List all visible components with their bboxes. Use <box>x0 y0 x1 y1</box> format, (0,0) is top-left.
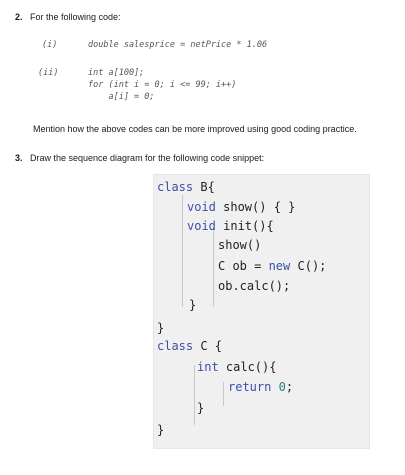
question-2-prompt: For the following code: <box>30 12 121 22</box>
part-ii-label: (ii) <box>38 68 59 78</box>
code-line-close-class-c: } <box>157 423 165 437</box>
keyword-int: int <box>197 360 219 374</box>
indent-guide-calc <box>223 382 224 406</box>
part-ii-code-line-2: for (int i = 0; i <= 99; i++) <box>88 80 237 90</box>
code-line-close-calc: } <box>197 401 205 415</box>
question-2-instruction: Mention how the above codes can be more … <box>33 124 357 134</box>
code-line-call-show: show() <box>218 238 262 252</box>
number-literal: 0 <box>278 380 286 394</box>
indent-guide-class-c <box>194 365 195 425</box>
question-3-number: 3. <box>15 153 23 163</box>
code-snippet-block: class B{ void show() { } void init(){ sh… <box>153 174 370 449</box>
code-line-calc-def: int calc(){ <box>197 360 277 374</box>
code-line-new-c: C ob = new C(); <box>218 259 327 273</box>
keyword-class: class <box>157 180 194 194</box>
question-3-prompt: Draw the sequence diagram for the follow… <box>30 153 265 163</box>
part-i-label: (i) <box>42 40 58 50</box>
part-i-code: double salesprice = netPrice * 1.06 <box>88 40 268 50</box>
code-line-show: void show() { } <box>187 200 296 214</box>
part-ii-code-line-3: a[i] = 0; <box>88 92 155 102</box>
indent-guide-init <box>213 227 214 307</box>
indent-guide-class-b <box>182 195 183 307</box>
question-2-number: 2. <box>15 12 23 22</box>
code-line-class-c: class C { <box>157 339 223 353</box>
keyword-void: void <box>187 200 216 214</box>
code-line-close-init: } <box>189 298 197 312</box>
code-line-return: return 0; <box>228 380 294 394</box>
keyword-void: void <box>187 219 216 233</box>
keyword-return: return <box>228 380 272 394</box>
code-line-class-b: class B{ <box>157 180 215 194</box>
keyword-new: new <box>268 259 291 273</box>
code-line-init: void init(){ <box>187 219 274 233</box>
part-ii-code-line-1: int a[100]; <box>88 68 145 78</box>
code-line-calc-call: ob.calc(); <box>218 279 291 293</box>
code-line-close-class-b: } <box>157 321 165 335</box>
keyword-class: class <box>157 339 194 353</box>
